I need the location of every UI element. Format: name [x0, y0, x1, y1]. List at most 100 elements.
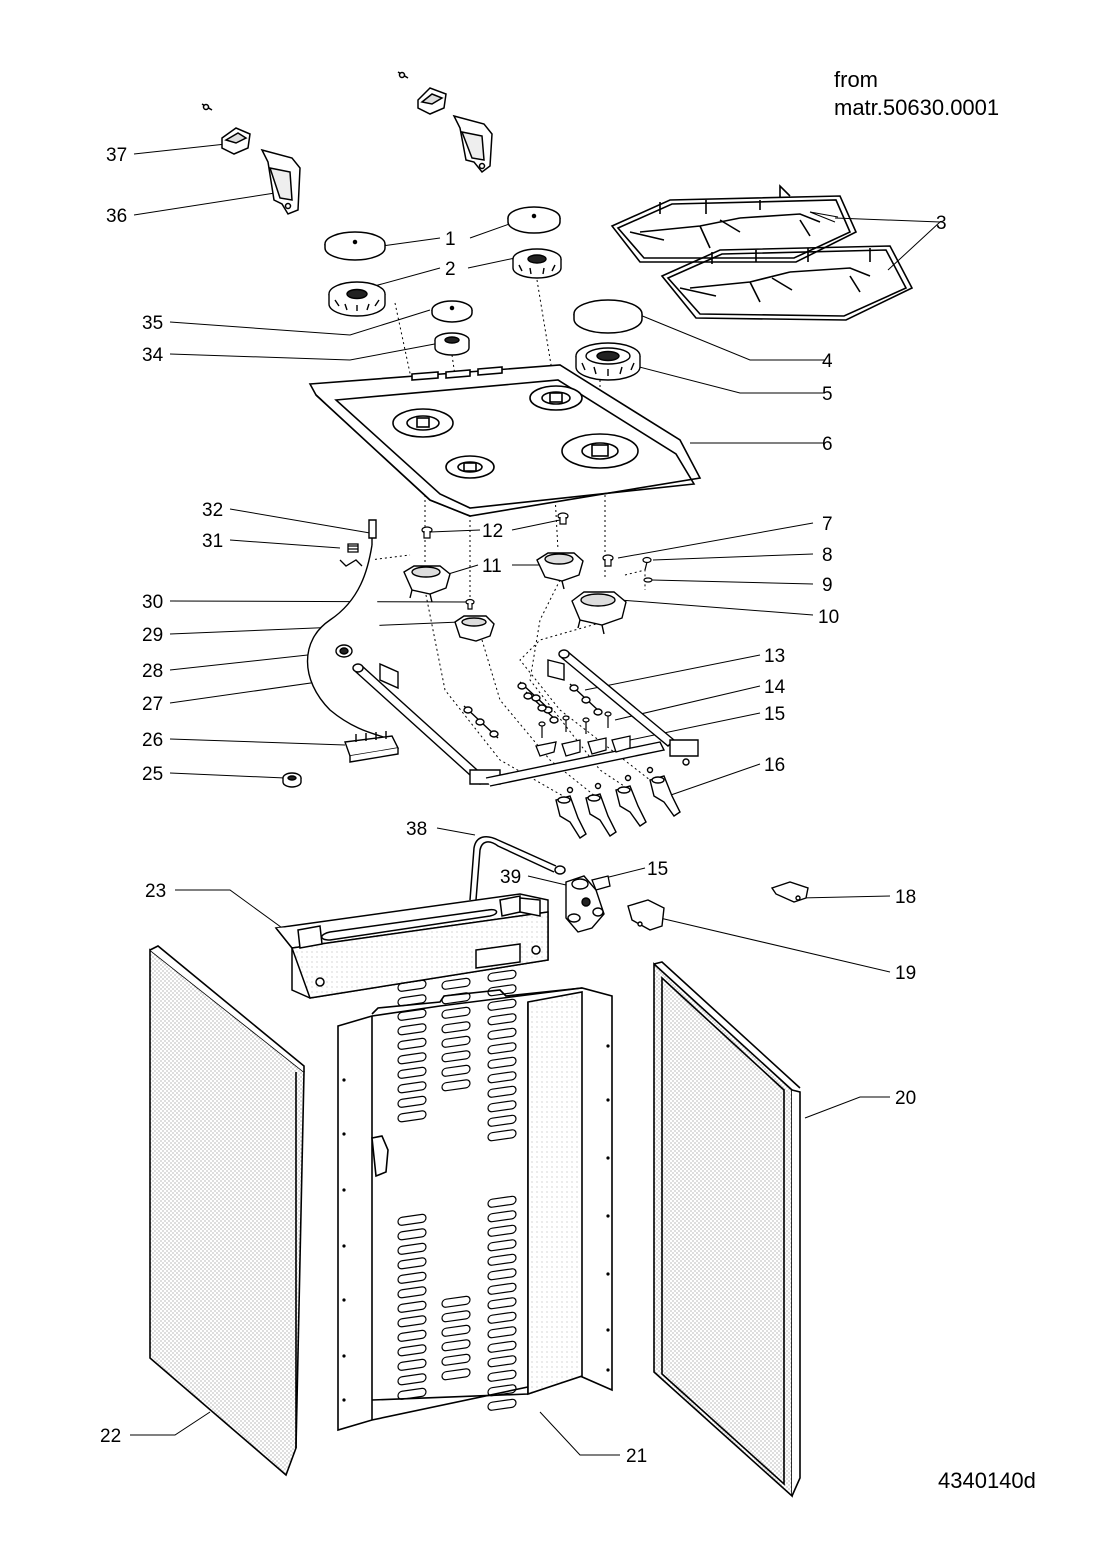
vent-slot: [487, 1195, 517, 1208]
part-23-control-panel: [274, 893, 549, 999]
vent-slot: [487, 1253, 517, 1266]
leader-38: [436, 827, 476, 836]
callout-37: 37: [106, 145, 127, 166]
vent-slot: [487, 1013, 517, 1026]
leader-1a: [381, 237, 441, 247]
leader-3c: [834, 217, 941, 223]
part-29-burner-cup-small: [454, 615, 495, 642]
part-11-burner-cup-a: [403, 565, 451, 603]
vent-slot: [397, 1329, 427, 1342]
vent-slot: [441, 1353, 471, 1366]
back-panel-vent-slots: [397, 969, 517, 1411]
callout-4: 4: [822, 351, 833, 372]
part-31-spring-clip: [339, 543, 363, 567]
vent-slot: [397, 1066, 427, 1079]
part-9-washer: [643, 577, 653, 583]
vent-slot: [487, 1398, 517, 1411]
leader-10: [619, 599, 814, 616]
callout-16: 16: [764, 755, 785, 776]
vent-slot: [487, 984, 517, 997]
vent-slot: [441, 1079, 471, 1092]
callout-20: 20: [895, 1088, 916, 1109]
vent-slot: [441, 1006, 471, 1019]
part-8-screw: [642, 556, 652, 571]
leader-15b: [604, 867, 646, 879]
vent-slot: [487, 969, 517, 982]
callout-15-lower: 15: [647, 859, 668, 880]
vent-slot: [441, 1295, 471, 1308]
vent-slot: [441, 1368, 471, 1381]
leader-4: [639, 314, 825, 361]
part-39-gas-valve: [565, 875, 605, 933]
vent-slot: [397, 1344, 427, 1357]
part-3-pan-support-a: [610, 184, 858, 263]
leader-8: [652, 553, 814, 561]
part-37-clip-left: [201, 103, 251, 155]
part-38-gas-pipe: [469, 835, 566, 901]
part-1-burner-cap-a: [324, 231, 386, 261]
part-36-bracket-left: [260, 148, 301, 215]
part-35-small-cap: [431, 300, 473, 323]
vent-slot: [487, 1100, 517, 1113]
part-21-back-panel: [337, 969, 613, 1432]
vent-slot: [487, 1071, 517, 1084]
vent-slot: [441, 1324, 471, 1337]
part-1-burner-cap-b: [507, 206, 561, 234]
vent-slot: [441, 992, 471, 1005]
part-15-clip-single: [591, 875, 611, 891]
leader-20: [804, 1096, 890, 1119]
vent-slot: [441, 977, 471, 990]
vent-slot: [487, 1326, 517, 1339]
part-10-burner-cup-large: [571, 591, 627, 635]
callout-28: 28: [142, 661, 163, 682]
part-18-bracket-small: [770, 881, 809, 903]
callout-6: 6: [822, 434, 833, 455]
vent-slot: [397, 1213, 427, 1226]
part-gas-rail-right: [547, 649, 699, 766]
part-3-pan-support-b: [660, 245, 914, 321]
vent-slot: [397, 979, 427, 992]
leader-18: [799, 895, 891, 899]
callout-1: 1: [445, 229, 456, 250]
callout-9: 9: [822, 575, 833, 596]
part-37-clip-right: [397, 71, 447, 115]
callout-39: 39: [500, 867, 521, 888]
vent-slot: [397, 1286, 427, 1299]
callout-34: 34: [142, 345, 164, 366]
part-28-nut: [335, 644, 353, 658]
leader-34: [169, 342, 441, 361]
leader-32: [229, 508, 371, 534]
vent-slot: [487, 1355, 517, 1368]
callout-27: 27: [142, 694, 163, 715]
vent-slot: [487, 1311, 517, 1324]
callout-19: 19: [895, 963, 916, 984]
leader-23: [175, 889, 286, 931]
callout-26: 26: [142, 730, 163, 751]
header-note-line2: matr.50630.0001: [834, 95, 1000, 120]
part-26-ignition-block: [344, 731, 400, 763]
leader-12b: [511, 519, 561, 531]
vent-slot: [487, 1085, 517, 1098]
leader-37: [133, 143, 227, 155]
callout-38: 38: [406, 819, 427, 840]
screws-small: [421, 512, 653, 610]
part-5-burner-head-large: [575, 342, 641, 381]
vent-slot: [487, 1369, 517, 1382]
header-note-line1: from: [834, 67, 878, 92]
vent-slot: [487, 1239, 517, 1252]
vent-slot: [397, 994, 427, 1007]
leader-39: [527, 875, 567, 886]
callout-8: 8: [822, 545, 833, 566]
callout-labels: 37 36 1 2 3 35 34 4 5 6 32 12 7 31 8 11 …: [100, 145, 947, 1467]
callout-30: 30: [142, 592, 163, 613]
vent-slot: [397, 1271, 427, 1284]
vent-slot: [487, 1384, 517, 1397]
leader-29: [169, 621, 461, 635]
leader-3a: [809, 211, 839, 223]
part-13-injector-tubes: [463, 681, 603, 739]
part-20-side-panel-right: [653, 961, 801, 1498]
callout-31: 31: [202, 531, 223, 552]
callout-10: 10: [818, 607, 839, 628]
vent-slot: [487, 1297, 517, 1310]
vent-slot: [397, 1228, 427, 1241]
